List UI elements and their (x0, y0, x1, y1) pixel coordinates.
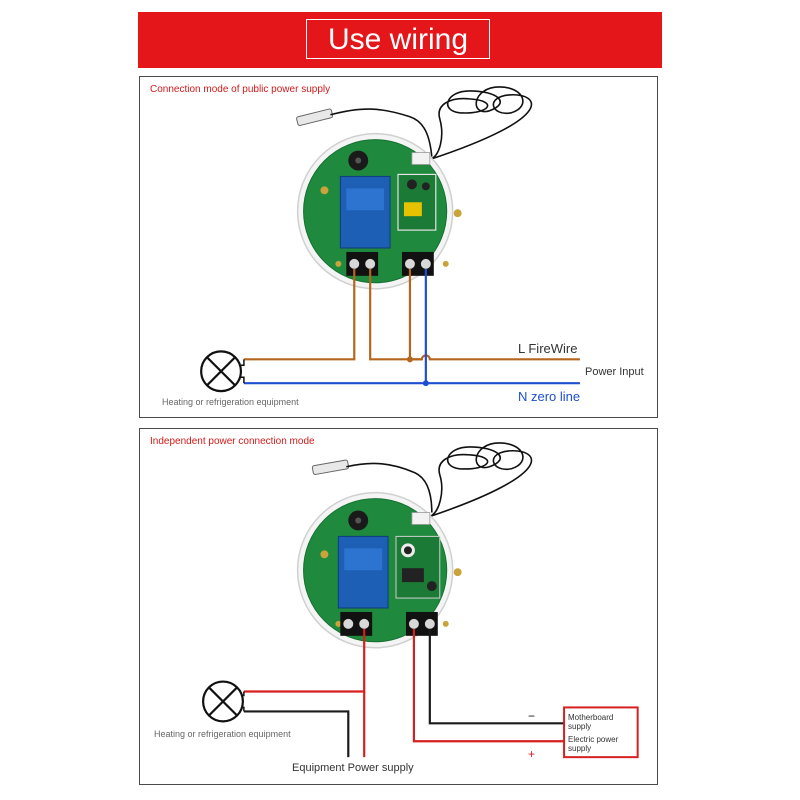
electric-power-supply-label: Electric power supply (568, 735, 618, 753)
panel1-title: Connection mode of public power supply (150, 84, 331, 95)
power-supply-box (563, 706, 639, 759)
motherboard-supply-label: Motherboard supply (568, 713, 613, 731)
temperature-probe-2 (311, 459, 350, 475)
sensor-cable-2 (429, 442, 533, 518)
electric-power-supply-line1: Electric power (568, 735, 619, 744)
power-input-label: Power Input (585, 366, 644, 378)
plus-sign: + (528, 747, 536, 761)
load-lamp-symbol-2 (202, 680, 244, 723)
minus-sign: − (528, 709, 536, 723)
equipment-power-supply-label: Equipment Power supply (292, 762, 414, 774)
panel2-load-label: Heating or refrigeration equipment (154, 729, 291, 739)
input-terminal-block (401, 251, 434, 276)
motherboard-supply-line2: supply (568, 722, 592, 731)
title-banner: Use wiring (138, 12, 662, 68)
page-title: Use wiring (327, 23, 469, 56)
input-terminal-block-2 (405, 611, 438, 636)
panel2-title: Independent power connection mode (150, 436, 315, 447)
sensor-cable (429, 86, 533, 161)
load-live-wire (243, 268, 356, 361)
independent-power-panel: Independent power connection mode Heatin… (139, 428, 658, 785)
panel1-load-label: Heating or refrigeration equipment (162, 397, 299, 407)
load-lamp-symbol (200, 350, 243, 393)
load-black-wire (243, 710, 350, 758)
motherboard-supply-line1: Motherboard (568, 713, 614, 722)
output-terminal-block-2 (340, 611, 373, 636)
power-module (397, 173, 437, 231)
dc-plus-wire (412, 628, 565, 743)
independent-power-wiring-diagram (202, 442, 639, 759)
sensor-connector-2 (411, 512, 431, 525)
relay-2 (337, 535, 389, 609)
dc-minus-wire (428, 628, 565, 725)
public-power-panel: Connection mode of public power supply L… (139, 76, 658, 418)
sensor-connector (411, 152, 431, 165)
relay-live-wire (369, 268, 422, 361)
relay (339, 175, 391, 249)
electric-power-supply-line2: supply (568, 744, 592, 753)
public-power-wiring-diagram (200, 86, 580, 393)
output-terminal-block (346, 251, 379, 276)
neutral-wire-label: N zero line (518, 389, 581, 404)
temperature-probe (296, 108, 334, 126)
title-box: Use wiring (306, 19, 490, 59)
live-wire-label: L FireWire (518, 341, 578, 356)
